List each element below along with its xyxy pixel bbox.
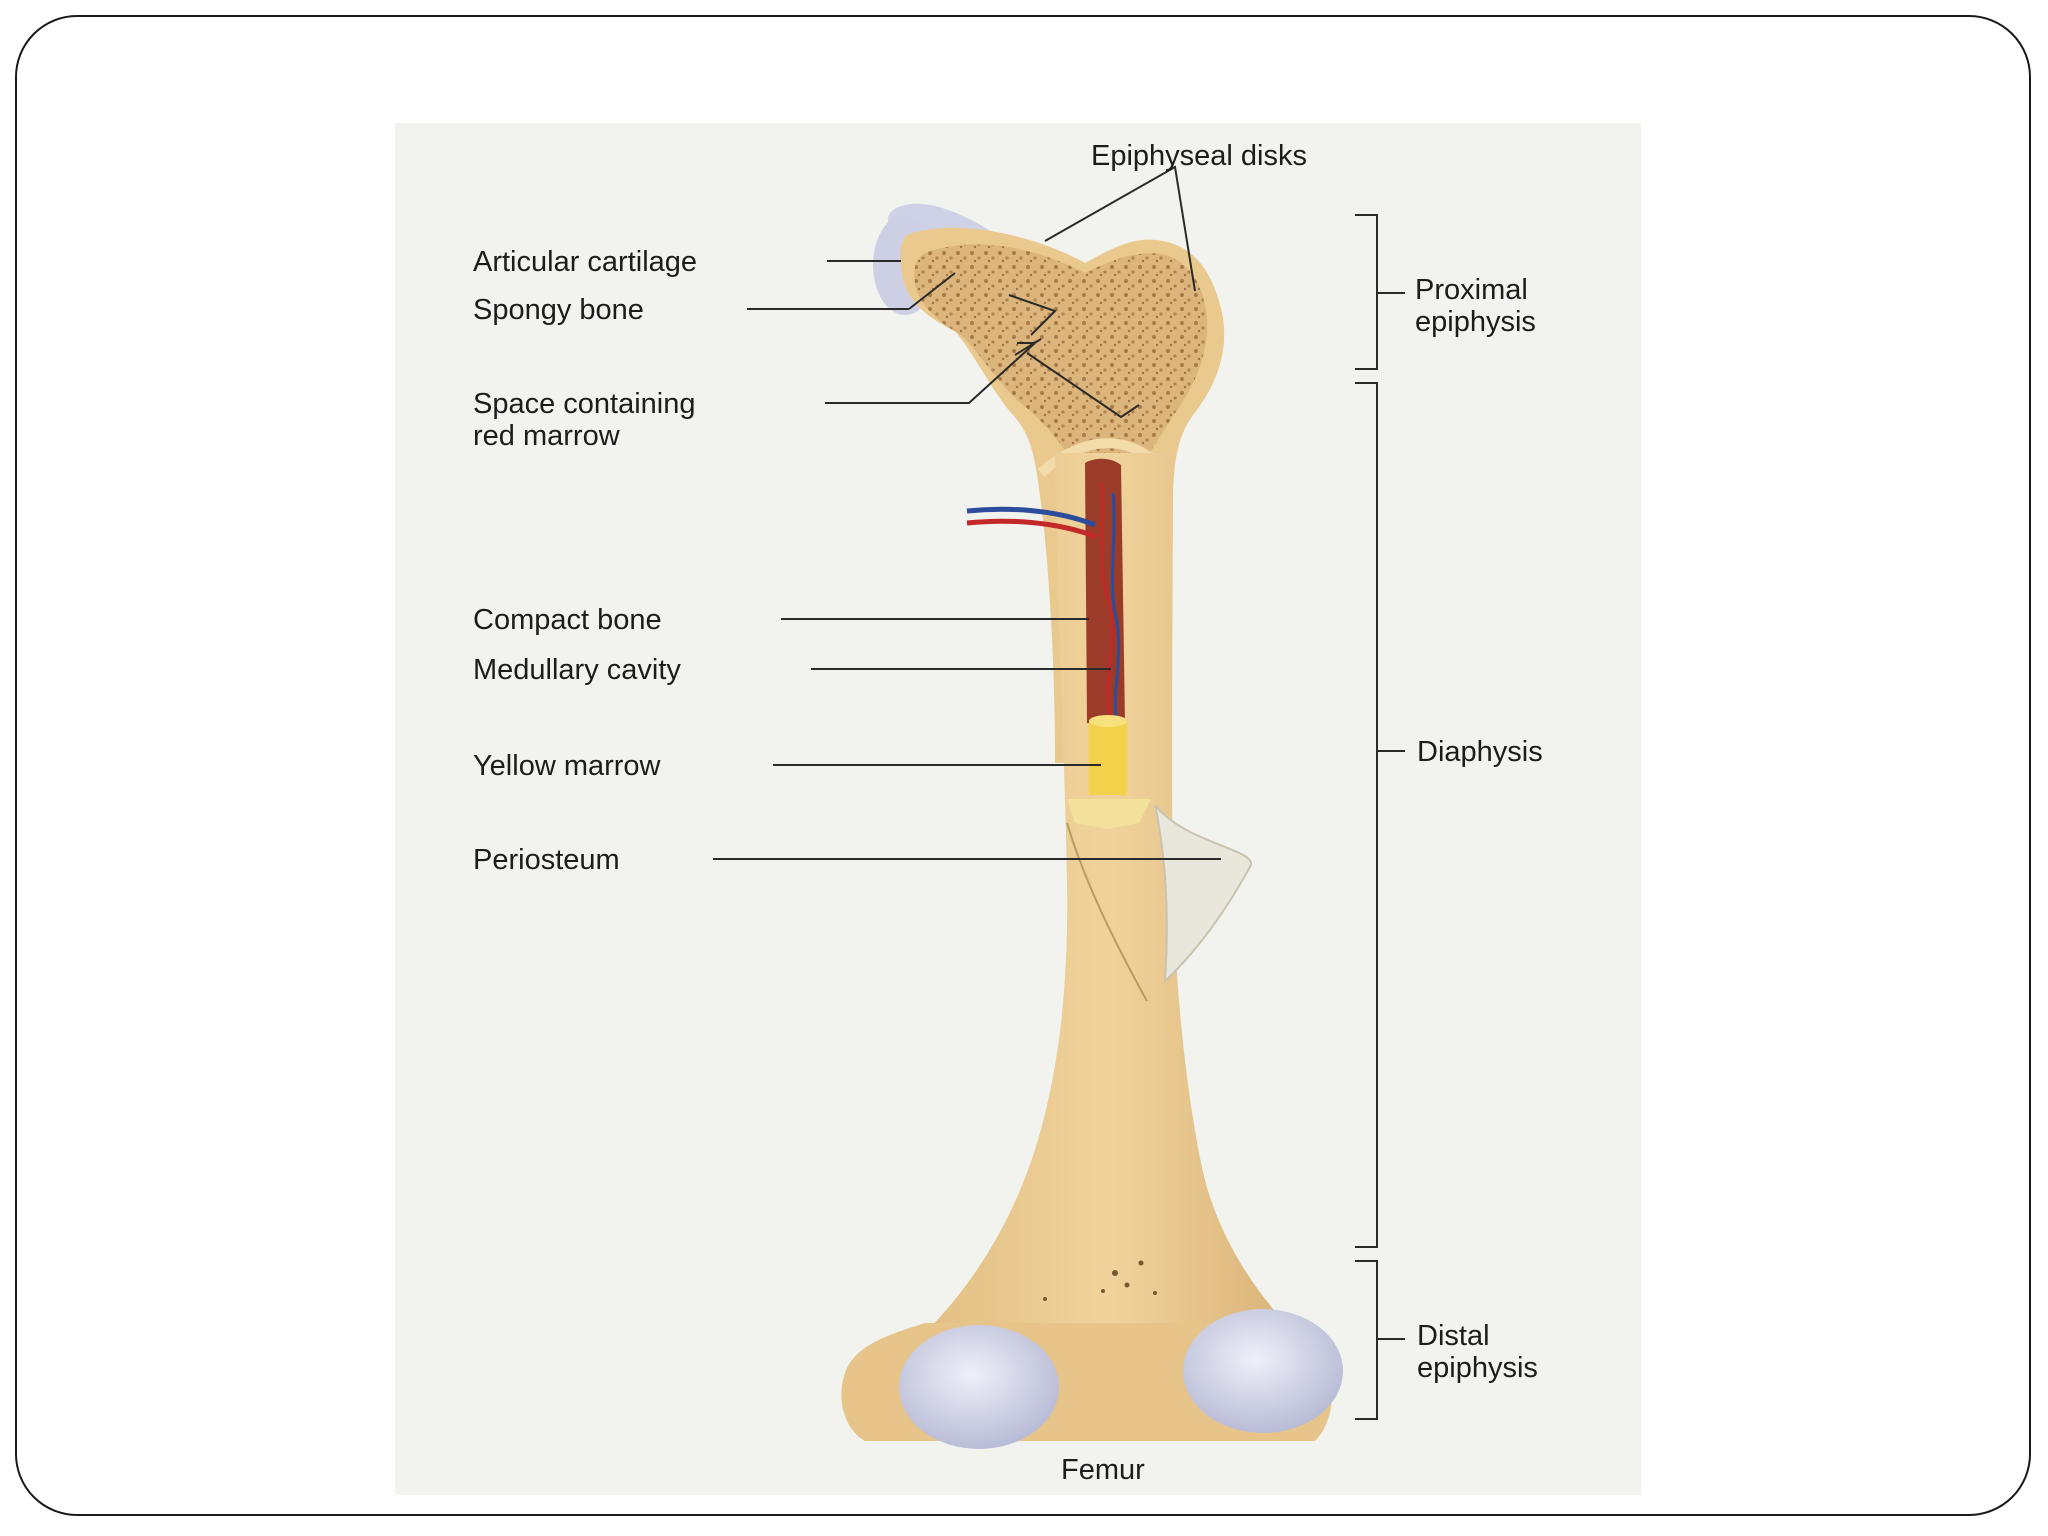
label-distal-line2: epiphysis	[1417, 1352, 1538, 1384]
label-proximal-line1: Proximal	[1415, 274, 1528, 306]
label-spongy-bone: Spongy bone	[473, 294, 644, 326]
label-articular-cartilage: Articular cartilage	[473, 246, 697, 278]
medial-condyle-cartilage	[899, 1325, 1059, 1449]
label-distal-line1: Distal	[1417, 1320, 1490, 1352]
femur-bone	[841, 204, 1343, 1449]
label-diaphysis: Diaphysis	[1417, 736, 1543, 768]
label-periosteum: Periosteum	[473, 844, 620, 876]
left-labels: Articular cartilage Spongy bone Space co…	[473, 246, 697, 876]
femur-figure: Articular cartilage Spongy bone Space co…	[395, 123, 1641, 1495]
lateral-condyle-cartilage	[1183, 1309, 1343, 1433]
yellow-marrow-cylinder	[1089, 721, 1127, 795]
region-labels: Proximal epiphysis Diaphysis Distal epip…	[1415, 274, 1543, 1384]
label-compact-bone: Compact bone	[473, 604, 662, 636]
spongy-bone-region	[914, 244, 1207, 459]
label-epiphyseal-disks: Epiphyseal disks	[1091, 140, 1307, 172]
label-space-red-marrow-line1: Space containing	[473, 388, 696, 420]
periosteum-flap	[1155, 805, 1251, 981]
femur-diagram: Articular cartilage Spongy bone Space co…	[395, 123, 1641, 1495]
label-proximal-line2: epiphysis	[1415, 306, 1536, 338]
label-yellow-marrow: Yellow marrow	[473, 750, 662, 782]
slide-frame: Articular cartilage Spongy bone Space co…	[15, 15, 2031, 1516]
label-space-red-marrow-line2: red marrow	[473, 420, 621, 452]
yellow-marrow-top	[1089, 715, 1127, 727]
label-medullary-cavity: Medullary cavity	[473, 654, 681, 686]
figure-caption: Femur	[1061, 1454, 1145, 1486]
